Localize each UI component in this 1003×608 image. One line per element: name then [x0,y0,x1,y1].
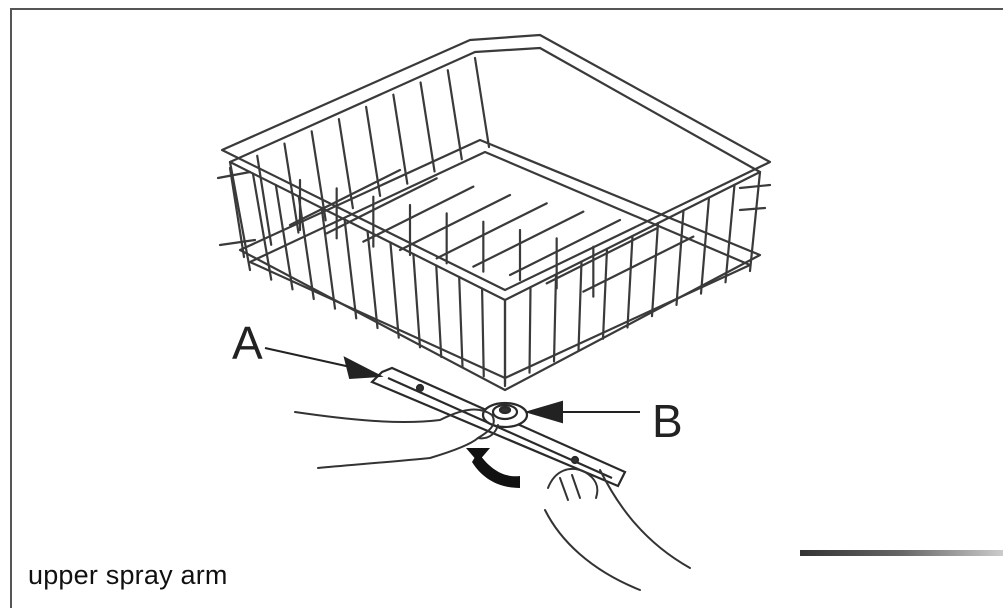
callout-label-a: A [232,317,263,369]
rotation-arrow-icon [466,448,520,488]
spray-arm [370,366,627,488]
callout-label-b: B [652,395,683,447]
upper-rack [216,33,772,392]
hands [294,408,691,591]
decorative-gradient-bar [800,550,1003,556]
figure-caption: upper spray arm [28,560,228,590]
callout-lines [264,347,640,424]
figure-frame [10,8,1003,608]
